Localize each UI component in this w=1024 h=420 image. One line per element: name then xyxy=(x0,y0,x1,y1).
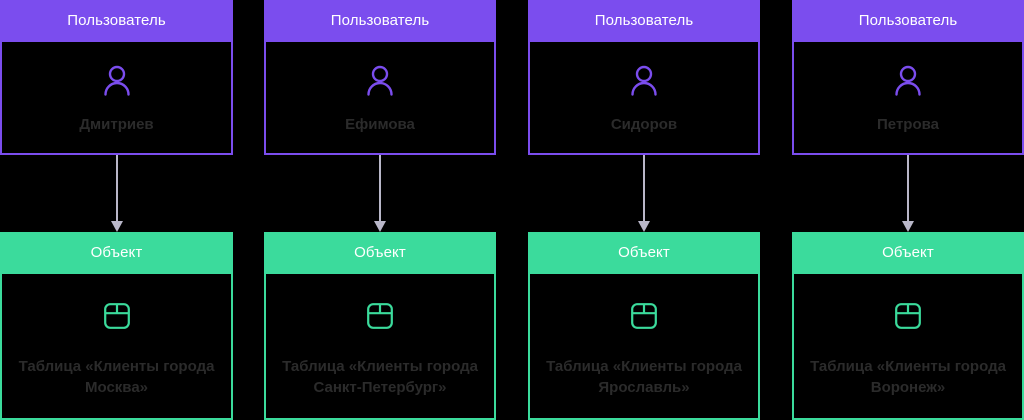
arrow-down-icon xyxy=(110,155,123,232)
arrow-stem xyxy=(907,155,909,223)
arrow-stem xyxy=(379,155,381,223)
table-icon xyxy=(364,296,396,336)
user-card[interactable]: Пользователь Петрова xyxy=(792,0,1024,155)
user-card[interactable]: Пользователь Сидоров xyxy=(528,0,760,155)
object-card-header: Объект xyxy=(792,232,1024,274)
user-card-body: Сидоров xyxy=(528,42,760,155)
user-card[interactable]: Пользователь Дмитриев xyxy=(0,0,233,155)
arrow-down-icon xyxy=(902,155,914,232)
object-card-body: Таблица «Клиенты города Ярославль» xyxy=(528,274,760,420)
object-card[interactable]: Объект Таблица «Клиенты города Воронеж» xyxy=(792,232,1024,420)
arrow-stem xyxy=(643,155,645,223)
user-name: Петрова xyxy=(877,116,939,133)
arrow-down-icon xyxy=(638,155,650,232)
user-card-body: Петрова xyxy=(792,42,1024,155)
object-card-header: Объект xyxy=(0,232,233,274)
object-card-body: Таблица «Клиенты города Санкт-Петербург» xyxy=(264,274,496,420)
diagram-column: Пользователь Сидоров Объект xyxy=(528,0,760,420)
user-name: Сидоров xyxy=(610,116,678,133)
person-icon xyxy=(627,60,661,100)
arrow-head xyxy=(374,221,386,232)
object-card-header: Объект xyxy=(528,232,760,274)
object-card-header: Объект xyxy=(264,232,496,274)
object-card[interactable]: Объект Таблица «Клиенты города Москва» xyxy=(0,232,233,420)
user-card-body: Ефимова xyxy=(264,42,496,155)
user-name: Ефимова xyxy=(345,116,415,133)
arrow-stem xyxy=(115,155,118,223)
user-card-body: Дмитриев xyxy=(0,42,233,155)
object-name: Таблица «Клиенты города Ярославль» xyxy=(546,358,742,396)
user-name: Дмитриев xyxy=(79,116,154,133)
object-name: Таблица «Клиенты города Санкт-Петербург» xyxy=(282,358,478,396)
person-icon xyxy=(363,60,397,100)
user-card-header: Пользователь xyxy=(264,0,496,42)
object-name: Таблица «Клиенты города Воронеж» xyxy=(810,358,1006,396)
user-card[interactable]: Пользователь Ефимова xyxy=(264,0,496,155)
person-icon xyxy=(100,60,134,100)
object-name: Таблица «Клиенты города Москва» xyxy=(18,358,215,396)
table-icon xyxy=(628,296,660,336)
user-card-header: Пользователь xyxy=(792,0,1024,42)
diagram-column: Пользователь Ефимова Объект xyxy=(264,0,496,420)
arrow-head xyxy=(638,221,650,232)
arrow-head xyxy=(902,221,914,232)
object-card-body: Таблица «Клиенты города Воронеж» xyxy=(792,274,1024,420)
object-card[interactable]: Объект Таблица «Клиенты города Санкт-Пет… xyxy=(264,232,496,420)
arrow-head xyxy=(110,221,123,232)
person-icon xyxy=(891,60,925,100)
diagram-column: Пользователь Петрова Объект xyxy=(792,0,1024,420)
user-card-header: Пользователь xyxy=(528,0,760,42)
object-card-body: Таблица «Клиенты города Москва» xyxy=(0,274,233,420)
table-icon xyxy=(101,296,133,336)
arrow-down-icon xyxy=(374,155,386,232)
diagram-column: Пользователь Дмитриев Объект xyxy=(0,0,233,420)
table-icon xyxy=(892,296,924,336)
user-card-header: Пользователь xyxy=(0,0,233,42)
object-card[interactable]: Объект Таблица «Клиенты города Ярославль… xyxy=(528,232,760,420)
